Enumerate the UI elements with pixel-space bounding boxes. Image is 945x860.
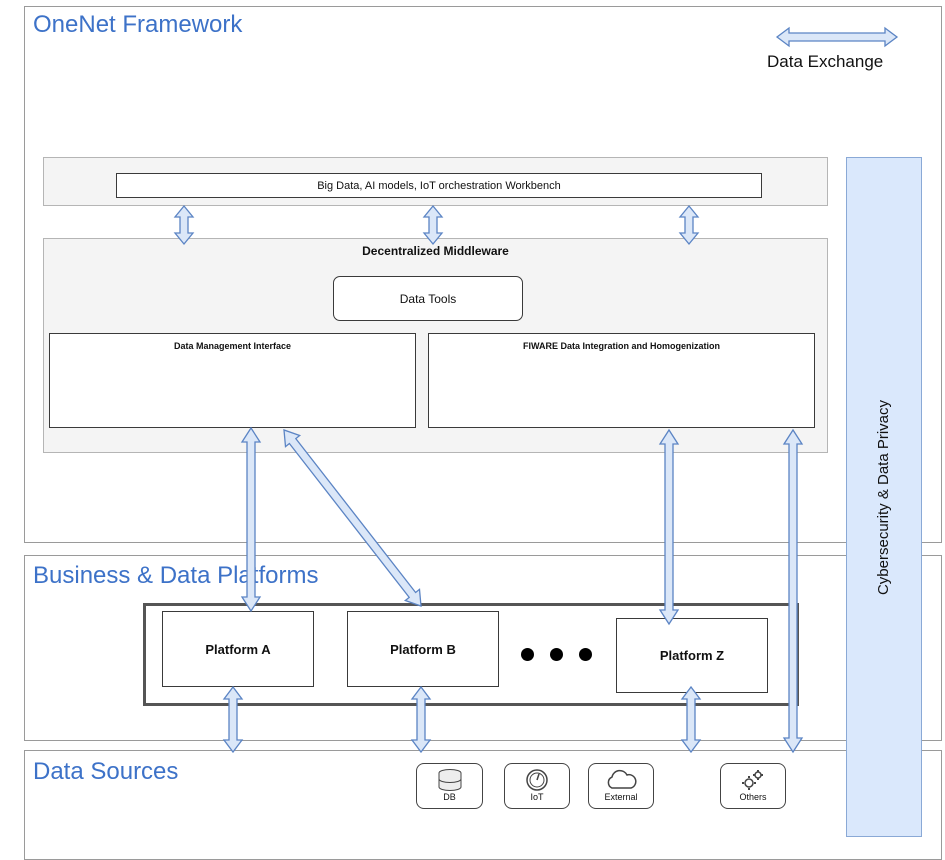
ellipsis-dot [550, 648, 563, 661]
data-sources-title: Data Sources [33, 758, 179, 785]
workbench-box: Big Data, AI models, IoT orchestration W… [116, 173, 762, 198]
data-exchange-legend-arrow [775, 26, 899, 48]
cybersecurity-bar [846, 157, 922, 837]
source-others: Others [720, 763, 786, 809]
data-management-interface-box: Data Management Interface [49, 333, 416, 428]
data-tools-box: Data Tools [333, 276, 523, 321]
workbench-middleware-arrow [173, 204, 195, 246]
source-db: DB [416, 763, 483, 809]
source-iot-label: IoT [530, 792, 544, 802]
ellipsis-dots [518, 648, 598, 662]
gears-icon [742, 770, 763, 790]
platform-b-box: Platform B [347, 611, 499, 687]
fiware-platform-z-arrow [658, 428, 680, 626]
fiware-box: FIWARE Data Integration and Homogenizati… [428, 333, 815, 428]
ellipsis-dot [579, 648, 592, 661]
platform-z-sources-arrow [680, 685, 702, 754]
platform-b-sources-arrow [410, 685, 432, 754]
data-exchange-legend-label: Data Exchange [767, 52, 884, 71]
onenet-framework-title: OneNet Framework [33, 11, 243, 38]
fiware-data-sources-arrow [782, 428, 804, 754]
source-db-label: DB [443, 792, 456, 802]
gauge-icon [526, 769, 548, 791]
platform-a-box: Platform A [162, 611, 314, 687]
cloud-icon [607, 769, 637, 789]
workbench-middleware-arrow [422, 204, 444, 246]
business-platforms-title: Business & Data Platforms [33, 562, 319, 589]
database-icon [438, 769, 461, 791]
platform-a-sources-arrow [222, 685, 244, 754]
source-external: External [588, 763, 654, 809]
dmi-platform-a-arrow [240, 426, 262, 613]
middleware-title: Decentralized Middleware [362, 244, 509, 258]
source-iot: IoT [504, 763, 570, 809]
platform-z-box: Platform Z [616, 618, 768, 693]
source-external-label: External [604, 792, 638, 802]
source-others-label: Others [739, 792, 767, 802]
ellipsis-dot [521, 648, 534, 661]
workbench-middleware-arrow [678, 204, 700, 246]
dmi-platform-b-arrow [283, 429, 422, 607]
